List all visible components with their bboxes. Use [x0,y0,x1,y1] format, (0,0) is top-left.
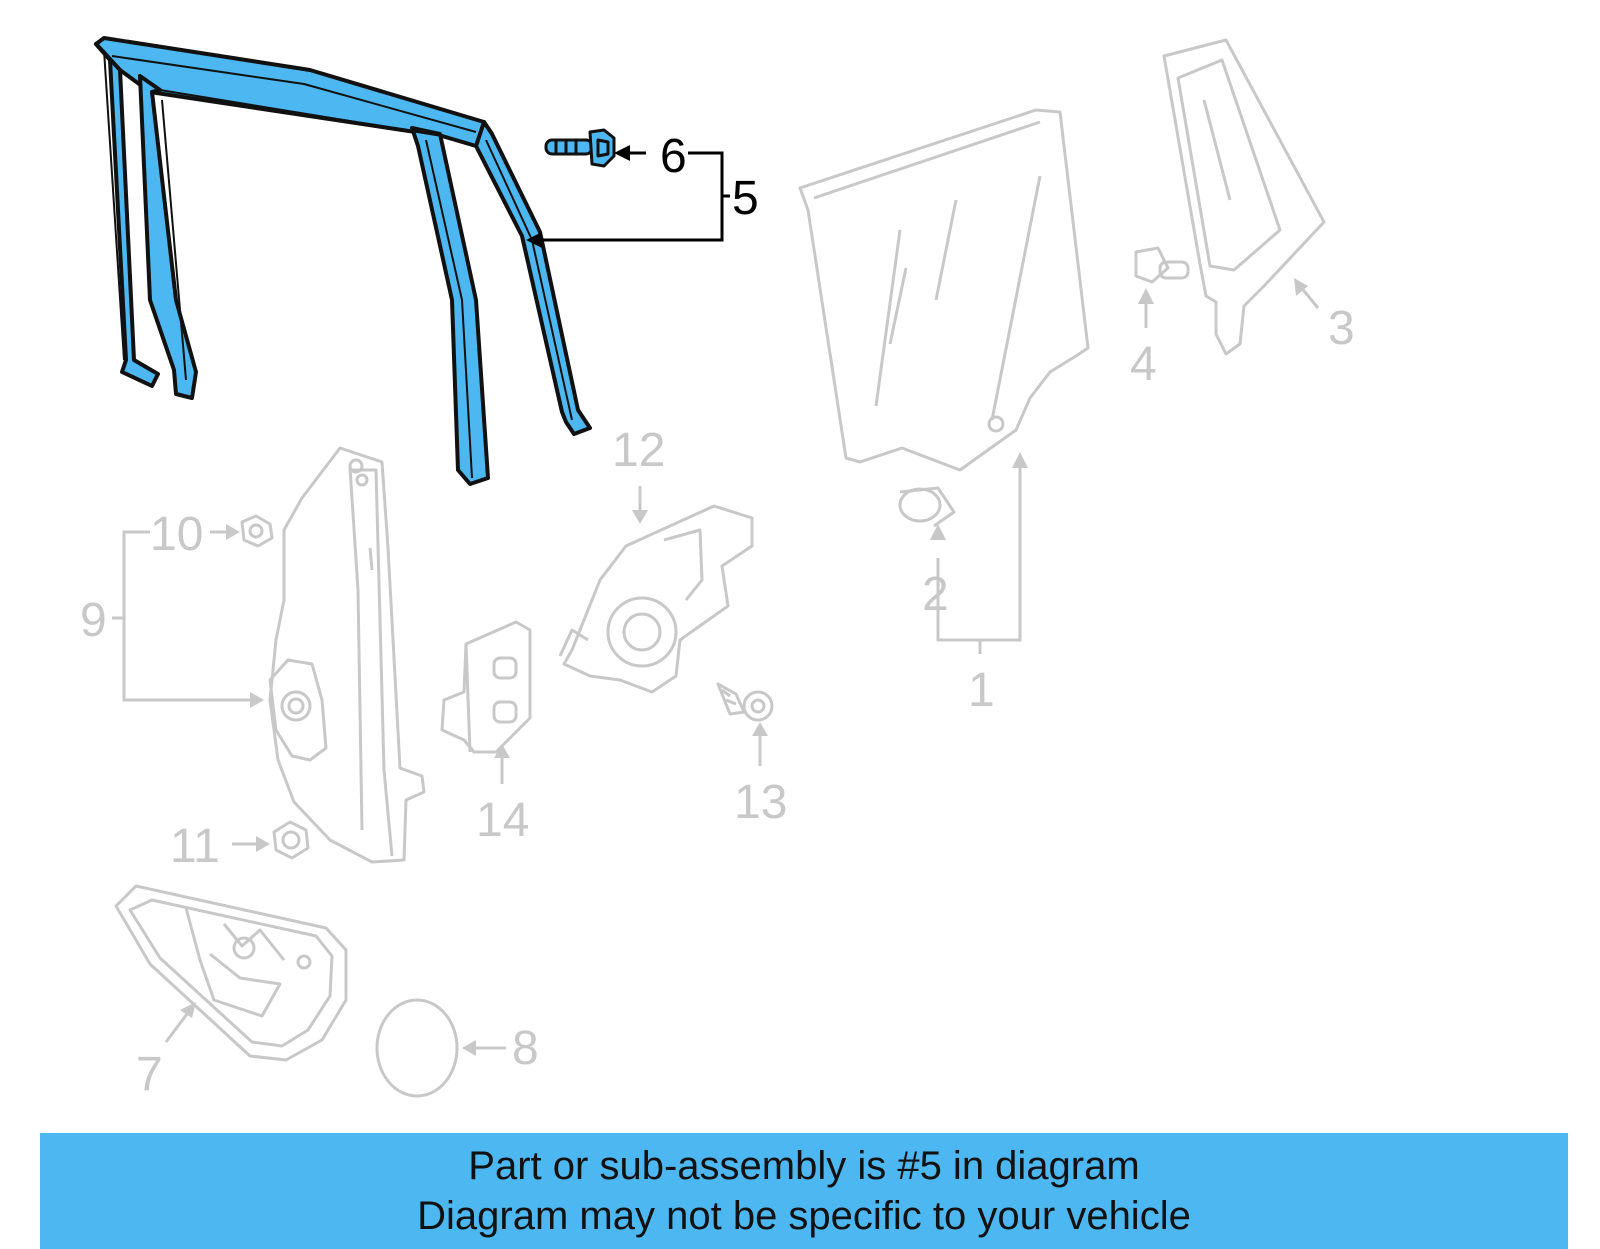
leader-lines-5-6 [526,145,730,248]
callout-6: 6 [660,130,687,183]
callout-7: 7 [136,1048,163,1101]
muted-leader-lines [112,278,1320,1056]
part-5-window-channel[interactable] [94,36,592,486]
part-1-door-glass [798,108,1090,472]
callout-9: 9 [80,594,107,647]
info-banner: Part or sub-assembly is #5 in diagram Di… [40,1133,1568,1249]
part-2-stop [898,486,956,528]
part-3-quarter-glass [1162,38,1326,356]
callout-4: 4 [1130,338,1157,391]
callout-12: 12 [612,424,665,477]
part-14-module [440,620,532,754]
part-13-screw [716,682,774,722]
callout-11: 11 [170,820,220,873]
callout-5: 5 [732,172,759,225]
callout-14: 14 [476,794,529,847]
part-7-panel [114,884,348,1062]
callout-3: 3 [1328,302,1355,355]
part-9-regulator [268,446,426,864]
part-10-nut [240,514,274,548]
callout-10: 10 [150,508,203,561]
part-6-bolt[interactable] [544,128,616,168]
muted-parts [114,38,1326,1098]
banner-line-2: Diagram may not be specific to your vehi… [417,1194,1191,1238]
callout-8: 8 [512,1022,539,1075]
callout-2: 2 [922,568,949,621]
part-8-cap [375,998,459,1098]
banner-line-1: Part or sub-assembly is #5 in diagram [468,1144,1140,1188]
part-11-nut [272,820,310,860]
part-4-clip [1134,246,1190,284]
callout-13: 13 [734,776,787,829]
part-12-motor [558,504,754,694]
callout-1: 1 [968,664,995,717]
